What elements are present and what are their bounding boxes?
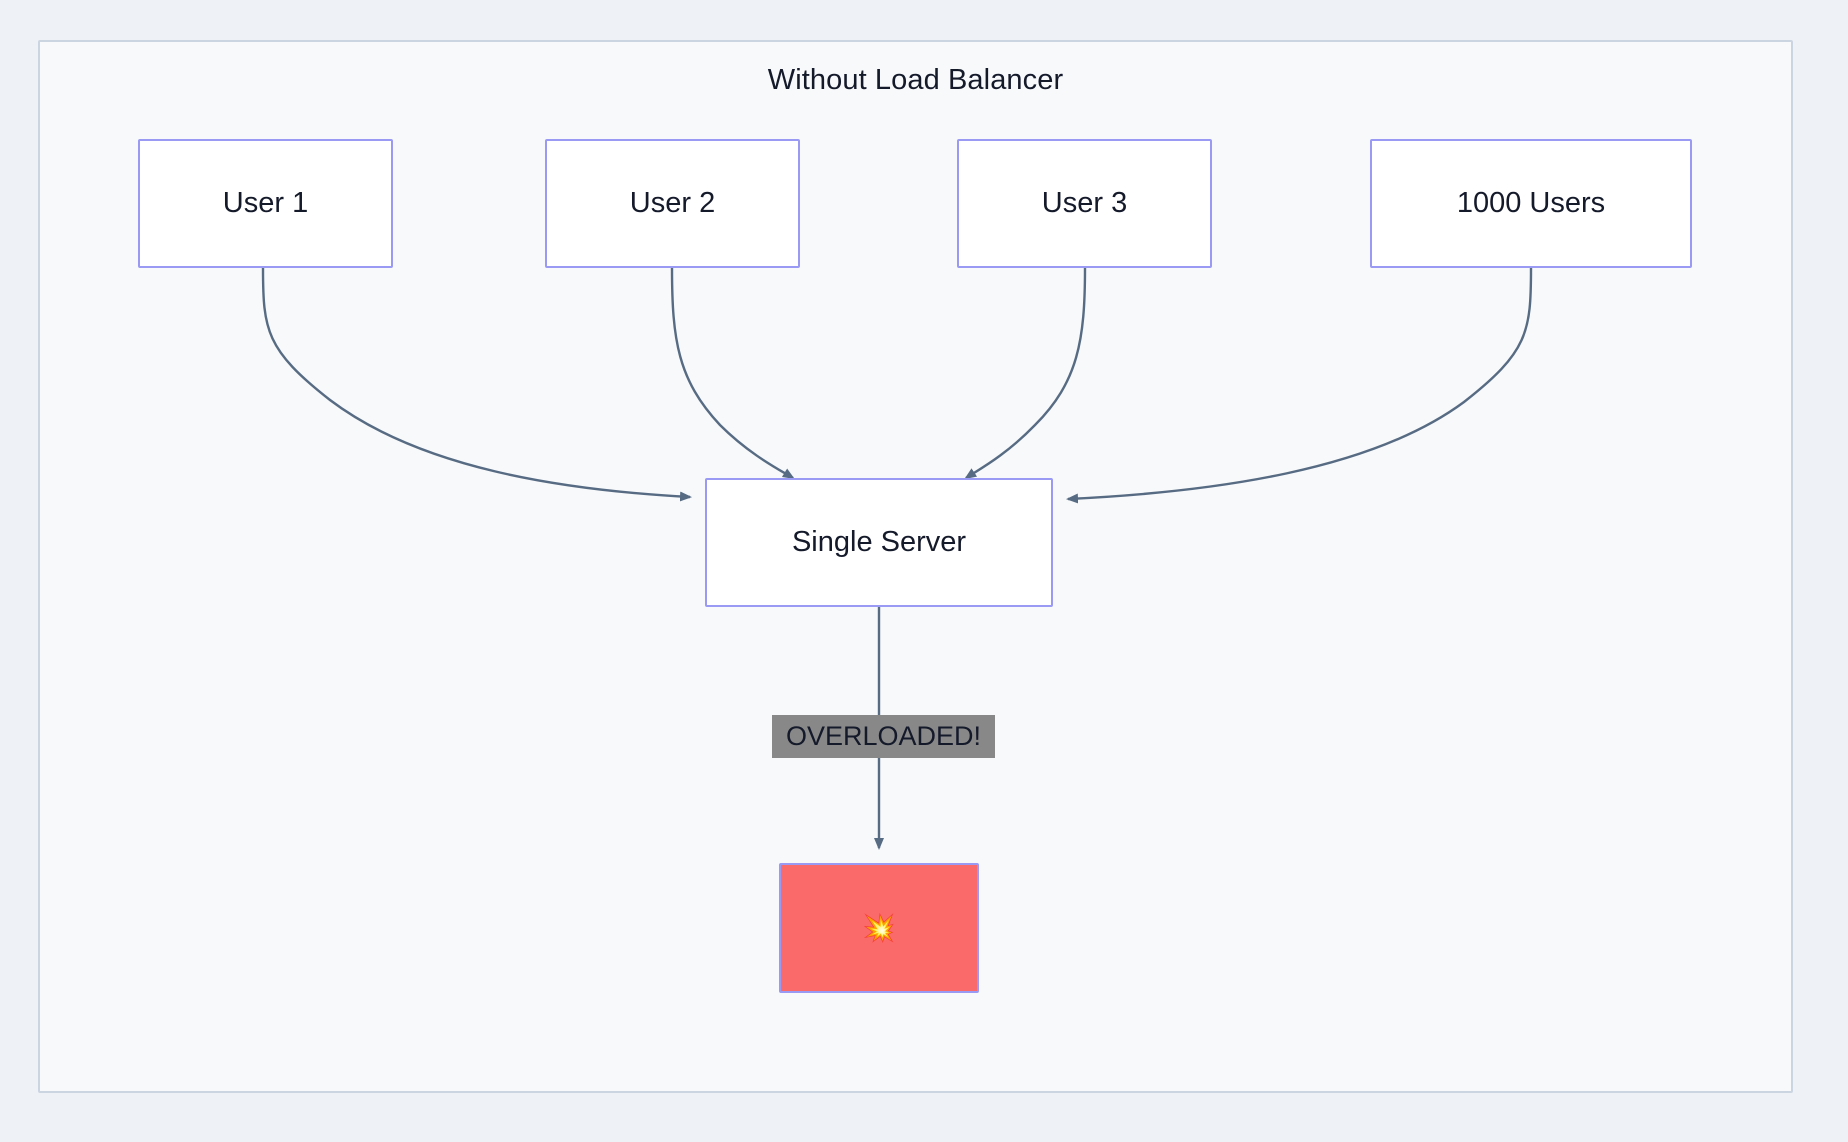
- node-user-3[interactable]: User 3: [957, 139, 1212, 268]
- collision-icon: 💥: [862, 912, 896, 944]
- node-1000-users[interactable]: 1000 Users: [1370, 139, 1692, 268]
- subgraph-title: Without Load Balancer: [767, 64, 1064, 96]
- node-single-server[interactable]: Single Server: [705, 478, 1053, 607]
- edge-label-overloaded-text: OVERLOADED!: [785, 721, 982, 751]
- node-label-user-1: User 1: [222, 186, 309, 219]
- node-user-2[interactable]: User 2: [545, 139, 800, 268]
- node-label-single-server: Single Server: [791, 525, 967, 558]
- node-label-user-3: User 3: [1041, 186, 1128, 219]
- node-label-1000-users: 1000 Users: [1456, 186, 1606, 219]
- node-crash-overloaded[interactable]: 💥: [779, 863, 979, 993]
- node-label-user-2: User 2: [629, 186, 716, 219]
- edge-label-overloaded: OVERLOADED!: [772, 715, 995, 758]
- node-user-1[interactable]: User 1: [138, 139, 393, 268]
